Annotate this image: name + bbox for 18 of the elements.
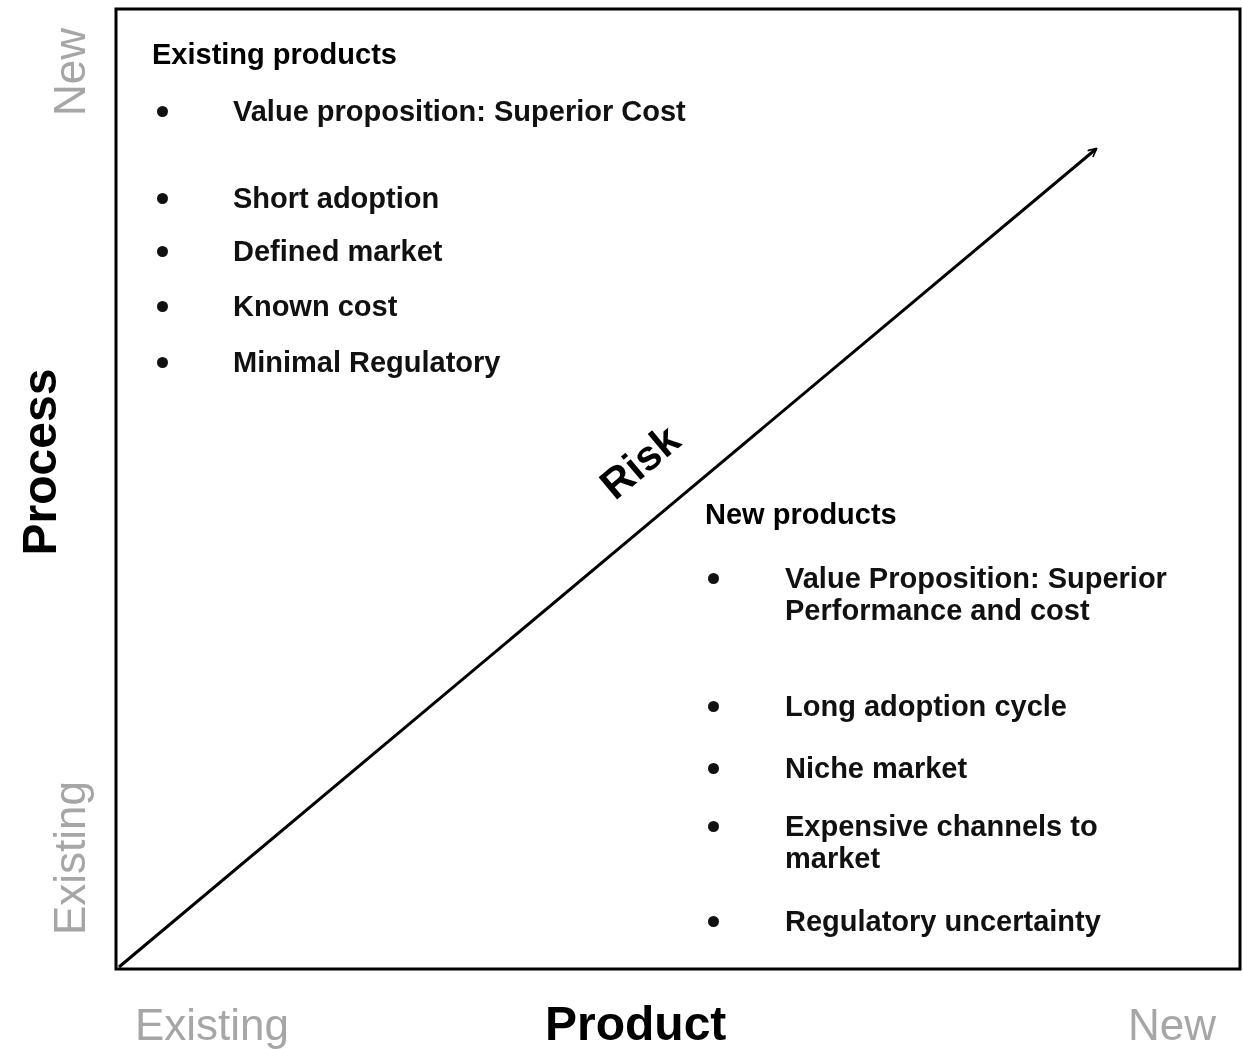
list-item: Minimal Regulatory bbox=[233, 346, 501, 378]
axis-label: Process bbox=[16, 368, 64, 556]
list-item: Expensive channels to market bbox=[785, 810, 1099, 874]
axis-label: New bbox=[48, 28, 92, 116]
axis-label: New bbox=[1128, 1003, 1217, 1047]
axis-label: Existing bbox=[135, 1003, 290, 1047]
list-item: Short adoption bbox=[233, 182, 440, 214]
list-item: Value proposition: Superior Cost bbox=[233, 95, 686, 127]
list-item: Long adoption cycle bbox=[785, 690, 1067, 722]
list-item: Value Proposition: Superior Performance and cost bbox=[785, 562, 1168, 626]
list-heading: Existing products bbox=[152, 40, 397, 69]
axis-label: Existing bbox=[48, 780, 92, 936]
list-item: Niche market bbox=[785, 752, 968, 784]
list-item: Known cost bbox=[233, 290, 398, 322]
list-heading: New products bbox=[705, 500, 897, 529]
list-item: Regulatory uncertainty bbox=[785, 905, 1101, 937]
list-item: Defined market bbox=[233, 235, 443, 267]
axis-label: Product bbox=[545, 1000, 727, 1048]
